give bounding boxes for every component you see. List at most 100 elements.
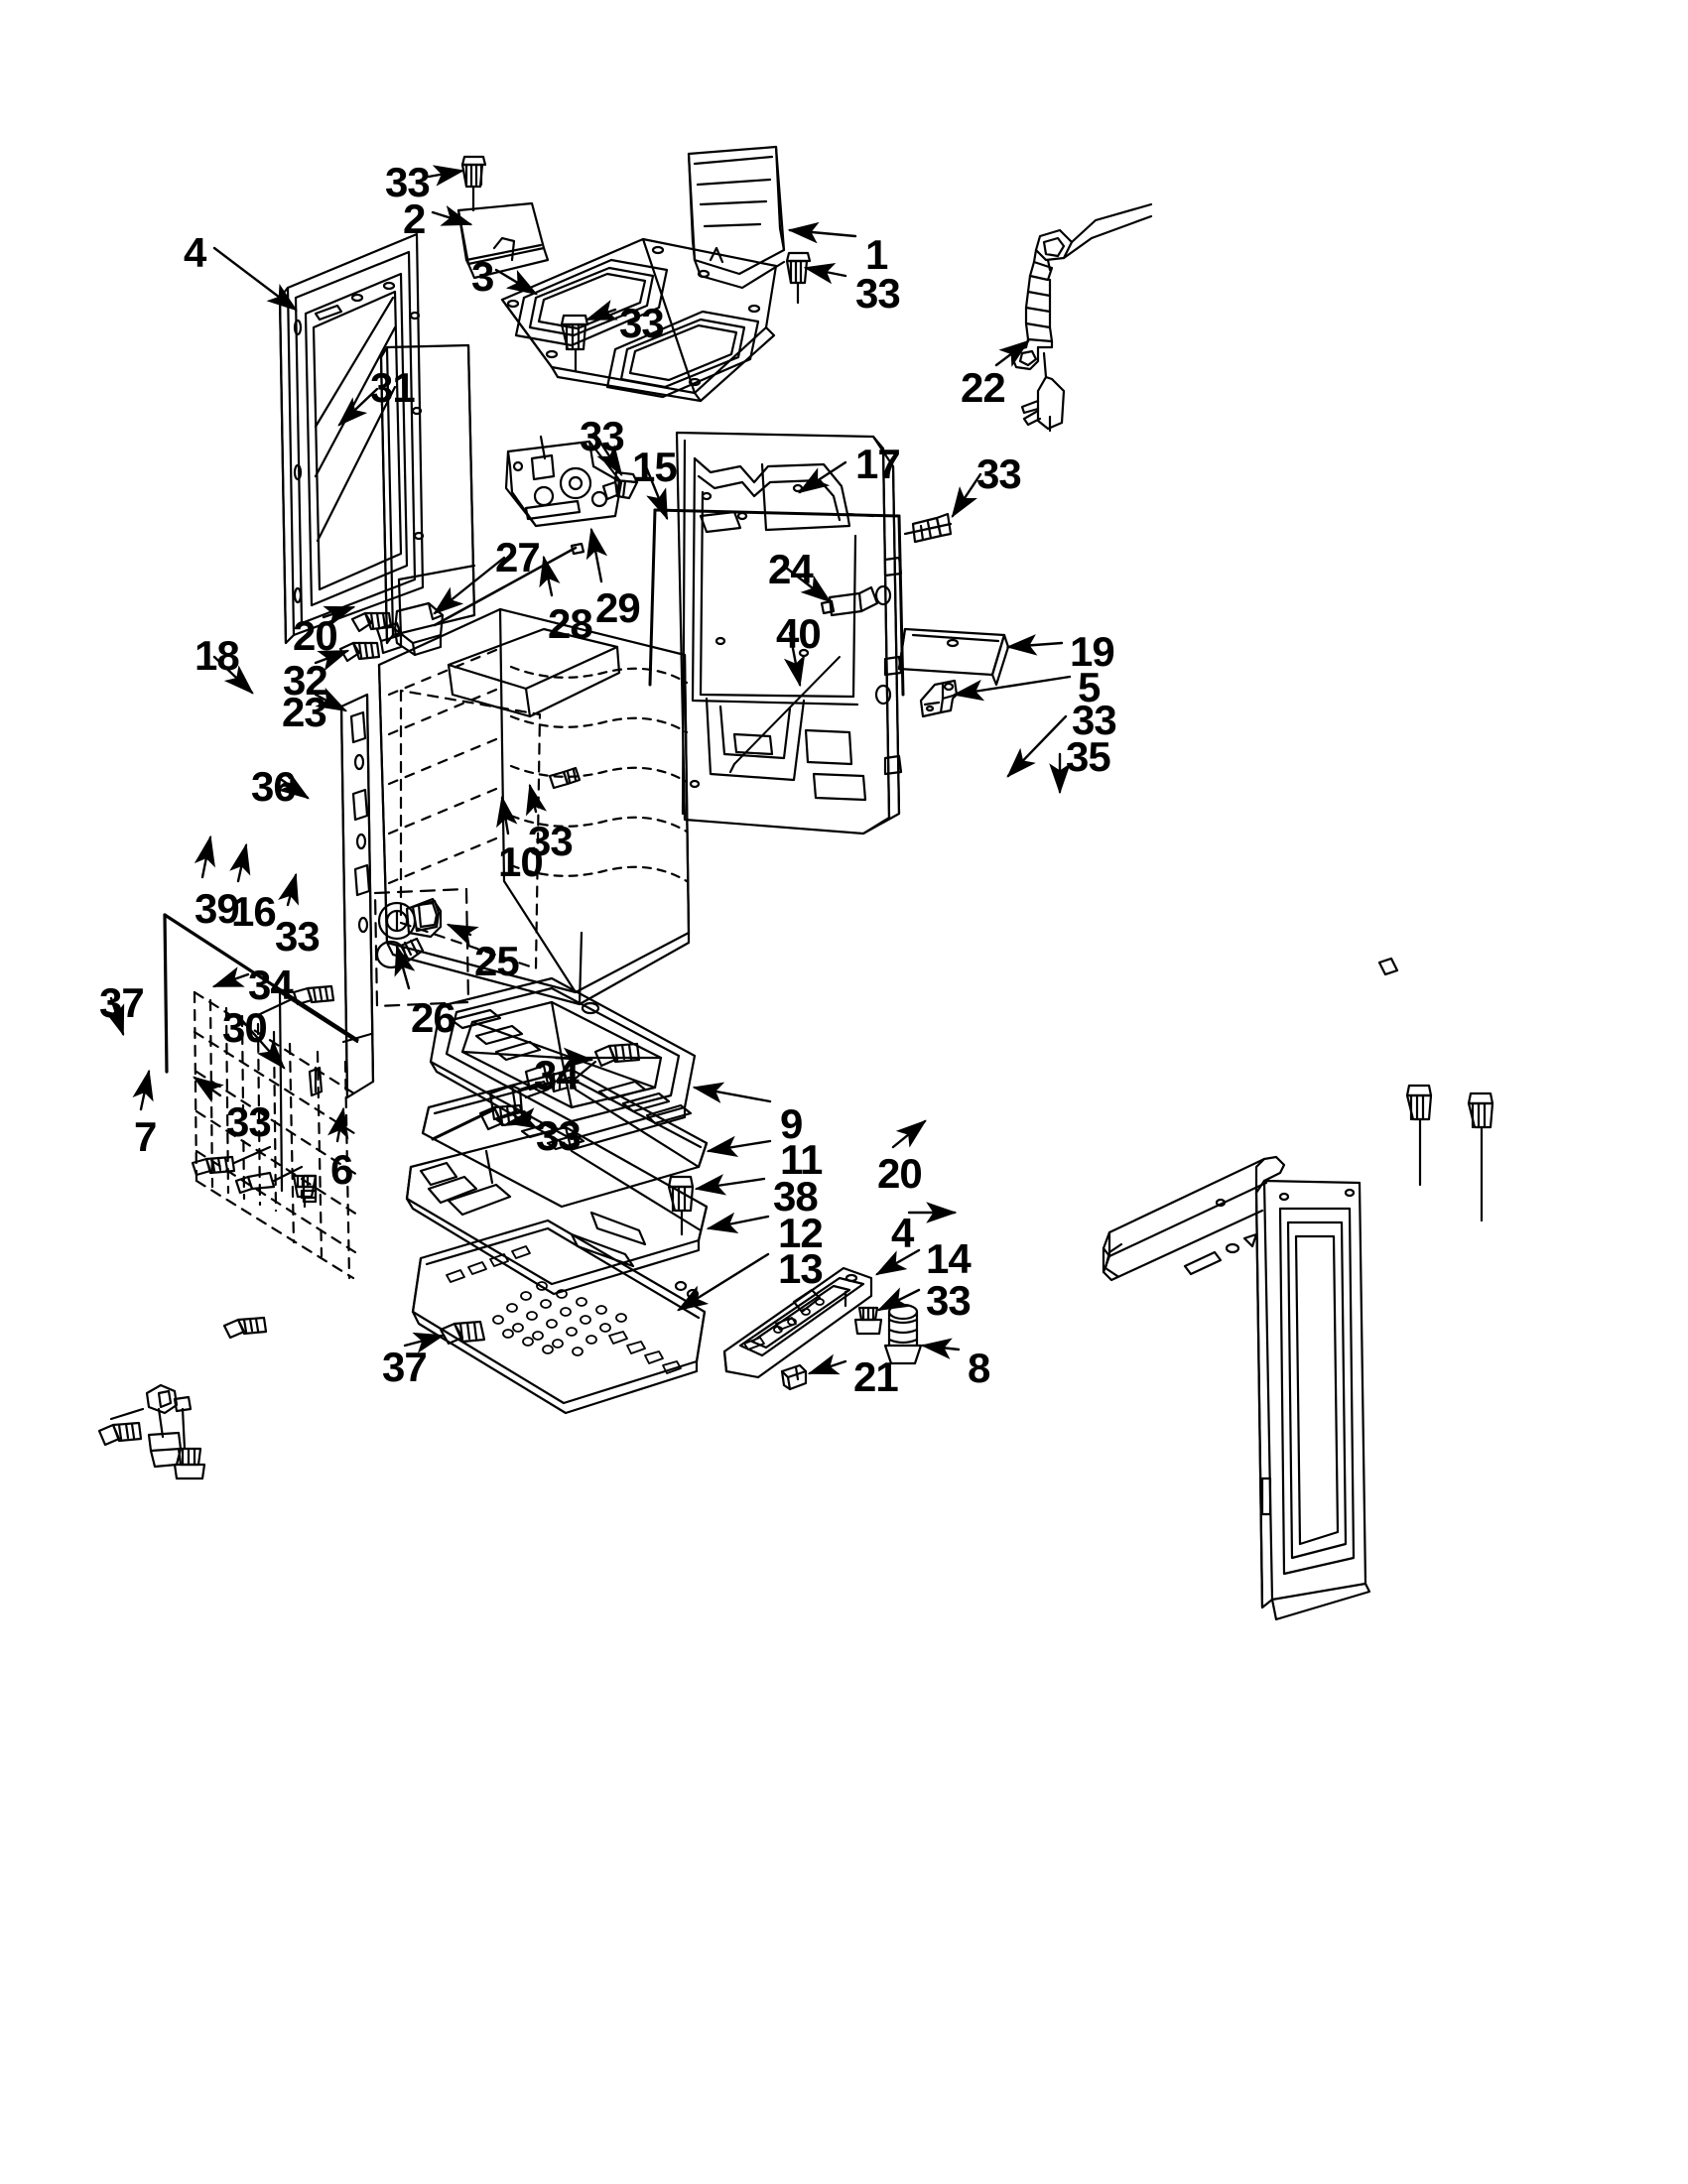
- callout-28: 28: [548, 600, 593, 647]
- callout-19: 19: [1070, 628, 1115, 675]
- part-5-antitip-bracket: [919, 679, 959, 718]
- callout-33-leg: 33: [226, 1098, 272, 1145]
- part-22-power-cord: [1010, 202, 1153, 433]
- screw-37-left: [97, 1421, 143, 1447]
- callout-12: 12: [778, 1210, 824, 1256]
- screw-33-backguard: [785, 251, 812, 305]
- callout-38: 38: [773, 1173, 819, 1220]
- screw-35-door-right: [1467, 1092, 1494, 1222]
- callout-30: 30: [222, 1004, 268, 1051]
- part-40-sensor-wire: [728, 656, 841, 774]
- screw-32-upper: [350, 611, 393, 633]
- callout-9: 9: [780, 1100, 803, 1147]
- part-29-lock-motor: [504, 435, 623, 528]
- screw-33-leg: [173, 1407, 206, 1480]
- screw-34-drawer: [570, 1042, 641, 1084]
- callout-33-backguard: 33: [855, 270, 901, 317]
- callout-20-left: 20: [293, 612, 338, 659]
- callout-21: 21: [853, 1353, 899, 1400]
- callout-39: 39: [195, 885, 240, 932]
- callout-34-left: 34: [248, 962, 294, 1008]
- screw-33-cavity: [548, 766, 582, 790]
- screw-33-slide-rail: [853, 1306, 883, 1336]
- part-19-side-rail: [897, 627, 1010, 687]
- part-15-rear-wire: [648, 508, 905, 697]
- part-31-inner-panel: [379, 343, 476, 645]
- callout-20-right: 20: [877, 1150, 923, 1197]
- part-4-door-right: [1102, 1155, 1371, 1621]
- callout-18: 18: [195, 632, 240, 679]
- part-13-base-panel: [411, 1219, 707, 1415]
- callout-11: 11: [780, 1136, 823, 1183]
- callout-3: 3: [471, 253, 494, 300]
- part-25-light-assembly: [373, 887, 470, 1008]
- part-23-front-frame: [339, 693, 375, 1099]
- part-14-slide-rail: [722, 1266, 873, 1379]
- callout-34-drawer: 34: [534, 1052, 580, 1098]
- callout-29: 29: [595, 584, 641, 631]
- callout-36: 36: [251, 763, 297, 810]
- callout-33-panel: 33: [619, 300, 665, 346]
- part-12-support-pan: [405, 1125, 709, 1296]
- callout-10: 10: [498, 838, 544, 885]
- screw-34-left: [222, 1316, 268, 1340]
- callout-4-right: 4: [891, 1210, 914, 1256]
- callout-27: 27: [495, 534, 541, 580]
- part-18-insulation-blanket: [163, 913, 359, 1074]
- callout-6: 6: [330, 1146, 353, 1193]
- callout-33-top: 33: [385, 159, 431, 205]
- callout-33-rear: 33: [976, 450, 1022, 497]
- callout-25: 25: [474, 938, 520, 984]
- part-3-top-panel: [500, 237, 778, 403]
- callout-26: 26: [411, 994, 456, 1041]
- callout-4-upper: 4: [184, 229, 206, 276]
- screw-37-bottom: [439, 1320, 486, 1346]
- part-2-bracket: [456, 201, 550, 280]
- callout-24: 24: [768, 546, 814, 592]
- callout-13: 13: [778, 1245, 824, 1292]
- callout-14: 14: [926, 1235, 972, 1282]
- callout-33-rail: 33: [926, 1277, 972, 1324]
- callout-16: 16: [231, 888, 277, 935]
- part-11-drawer-panel: [421, 1068, 709, 1209]
- callout-32: 32: [283, 657, 328, 704]
- screw-33-rear-panel: [903, 512, 953, 544]
- callout-8: 8: [968, 1345, 990, 1391]
- callout-15: 15: [632, 444, 678, 490]
- callout-23: 23: [282, 689, 327, 735]
- callout-33-cavity: 33: [528, 818, 574, 864]
- callout-17: 17: [855, 441, 901, 487]
- callout-5: 5: [1078, 664, 1101, 710]
- callout-31: 31: [370, 364, 416, 411]
- screw-33-top: [460, 155, 487, 212]
- callout-33-insul: 33: [275, 913, 321, 960]
- screw-33-right-upper: [1377, 957, 1399, 976]
- screw-33-door-right: [1405, 1084, 1433, 1187]
- callout-33-drawer: 33: [536, 1112, 582, 1159]
- screw-36: [258, 984, 335, 1016]
- screw-33-lock-motor: [613, 470, 639, 500]
- callout-2: 2: [403, 195, 426, 242]
- screw-38: [667, 1175, 695, 1236]
- callout-1: 1: [865, 231, 888, 278]
- callout-35: 35: [1066, 733, 1111, 780]
- callout-7: 7: [134, 1113, 157, 1160]
- callout-37-bottom: 37: [382, 1344, 428, 1390]
- callout-37-left: 37: [99, 979, 145, 1026]
- callout-40: 40: [776, 610, 822, 657]
- screw-33-left-insul: [292, 1174, 318, 1209]
- part-30-insulation-left: [193, 990, 359, 1280]
- leader-lines: [103, 165, 1072, 1375]
- part-4-door-upper-left: [278, 232, 425, 645]
- screw-33-top-panel: [560, 314, 589, 373]
- part-16-spacer-pin: [234, 1165, 304, 1195]
- callout-22: 22: [961, 364, 1006, 411]
- part-21-clip: [780, 1363, 808, 1391]
- part-1-backguard: [687, 145, 786, 290]
- callout-33-antitip: 33: [1072, 697, 1117, 743]
- part-17-rear-panel: [675, 431, 903, 835]
- screw-39: [191, 1145, 272, 1177]
- callout-33-lock: 33: [580, 413, 625, 459]
